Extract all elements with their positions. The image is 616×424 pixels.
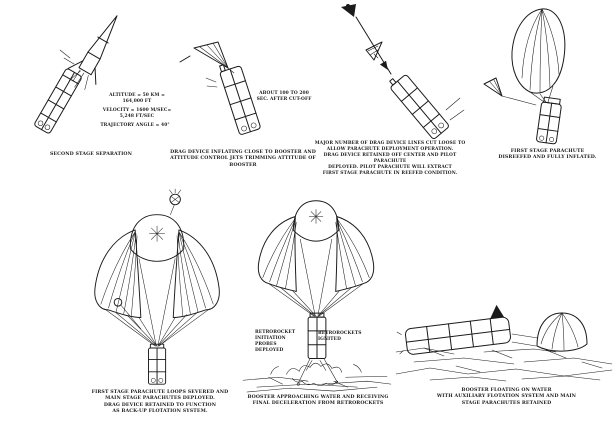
retained-drag-device-icon	[483, 77, 537, 106]
parachute-risers	[511, 333, 539, 347]
velocity-value: VELOCITY = 1600 M/SEC= 5,248 FT/SEC	[102, 108, 172, 119]
main-parachute-center-icon	[292, 200, 340, 242]
panel7-caption: BOOSTER FLOATING ON WATER WITH AUXILIARY…	[436, 388, 577, 406]
panel-second-stage-separation: ALTITUDE = 50 KM = 164,000 FT VELOCITY =…	[18, 6, 173, 171]
panel-first-stage-chute: FIRST STAGE PARACHUTE DISREEFED AND FULL…	[472, 4, 616, 174]
booster-icon	[396, 304, 511, 355]
booster-icon	[307, 312, 327, 360]
panel-main-chutes-deployed: FIRST STAGE PARACHUTE LOOPS SEVERED AND …	[82, 188, 237, 424]
shroud-lines	[529, 85, 554, 103]
main-parachute-right-icon	[172, 229, 220, 318]
first-stage-parachute-icon	[511, 8, 566, 94]
panel1-caption: SECOND STAGE SEPARATION	[49, 152, 133, 157]
initiation-probes	[296, 358, 339, 386]
probes-deployed-label: RETROROCKET INITIATION PROBES DEPLOYED	[255, 330, 296, 353]
panel-drag-device-inflating: ABOUT 100 TO 200 SEC. AFTER CUT-OFF DRAG…	[168, 40, 318, 170]
booster-icon	[148, 343, 167, 385]
attitude-jet-plumes	[205, 77, 218, 88]
parachute-cluster-art	[94, 188, 220, 385]
floating-booster-art	[396, 304, 613, 382]
panel-booster-floating: BOOSTER FLOATING ON WATER WITH AUXILIARY…	[396, 292, 616, 422]
booster-icon	[389, 74, 449, 139]
retained-drag-device-icon	[365, 41, 383, 61]
cutoff-time-note: ABOUT 100 TO 200 SEC. AFTER CUT-OFF	[256, 91, 312, 102]
main-parachute-center-icon	[129, 214, 185, 262]
booster-icon	[219, 64, 261, 135]
shroud-lines	[104, 258, 210, 347]
separation-plumes	[59, 49, 81, 82]
booster-icon	[536, 96, 562, 145]
panel-lines-cut-loose: MAJOR NUMBER OF DRAG DEVICE LINES CUT LO…	[308, 0, 473, 180]
flow-lines	[445, 97, 465, 121]
extraction-line	[355, 16, 392, 75]
panel3-caption: MAJOR NUMBER OF DRAG DEVICE LINES CUT LO…	[314, 141, 466, 176]
panel6-caption: BOOSTER APPROACHING WATER AND RECEIVING …	[247, 395, 389, 407]
retrorockets-ignited-label: RETROROCKETS IGNITED	[318, 331, 362, 342]
retrorocket-plumes	[270, 360, 362, 386]
second-stage-rocket-icon	[67, 15, 118, 90]
waves	[396, 347, 613, 382]
drag-device-booster-art	[179, 41, 261, 135]
drag-device-icon	[179, 41, 229, 69]
main-parachute-left-icon	[94, 229, 142, 318]
retrorocket-descent-art	[242, 200, 392, 393]
pilot-parachute-icon	[341, 4, 356, 17]
rocket-separation-art	[34, 15, 118, 134]
panel2-caption: DRAG DEVICE INFLATING CLOSE TO BOOSTER A…	[170, 150, 316, 168]
trajectory-angle-value: TRAJECTORY ANGLE = 40°	[100, 123, 170, 128]
floating-parachute-icon	[536, 312, 588, 352]
main-parachute-right-icon	[335, 216, 375, 292]
shroud-lines	[268, 238, 364, 317]
panel-retrorockets: RETROROCKET INITIATION PROBES DEPLOYED R…	[238, 183, 398, 418]
inflated-parachute-art	[483, 8, 566, 145]
panel5-caption: FIRST STAGE PARACHUTE LOOPS SEVERED AND …	[91, 390, 229, 415]
altitude-value: ALTITUDE = 50 KM = 164,000 FT	[109, 93, 165, 104]
pilot-chute-extraction-art	[341, 4, 465, 139]
first-stage-booster-icon	[34, 68, 82, 134]
panel4-caption: FIRST STAGE PARACHUTE DISREEFED AND FULL…	[498, 149, 597, 161]
backup-drag-device-icon	[113, 298, 142, 330]
water-surface	[242, 375, 392, 393]
severed-drag-device-icon	[169, 188, 182, 215]
main-parachute-left-icon	[257, 216, 297, 292]
